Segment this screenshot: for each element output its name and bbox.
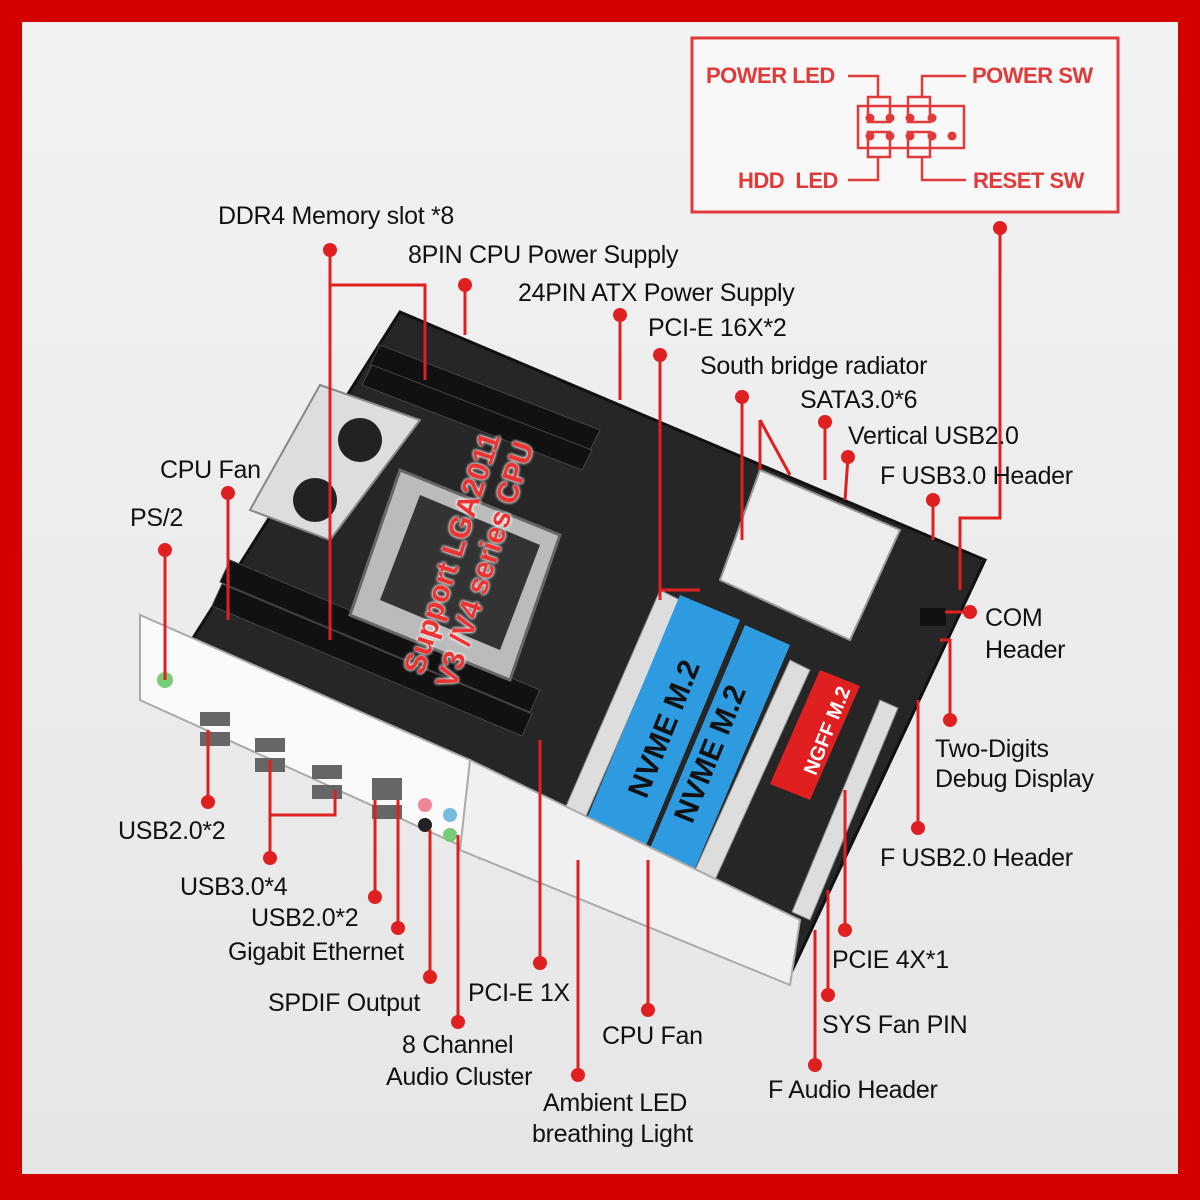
label-ps2: PS/2 <box>130 504 183 532</box>
power-led-label: POWER LED <box>706 63 835 88</box>
label-south-bridge: South bridge radiator <box>700 352 928 380</box>
label-pcie1: PCI-E 1X <box>468 979 570 1007</box>
label-ddr4: DDR4 Memory slot *8 <box>218 202 455 230</box>
label-spdif: SPDIF Output <box>268 989 421 1017</box>
nvme-slot-1 <box>580 595 740 860</box>
label-ethernet: Gigabit Ethernet <box>228 938 404 966</box>
nvme-slot-2 <box>645 625 790 880</box>
label-ambient-1: Ambient LED <box>543 1089 687 1117</box>
front-panel-pins <box>865 113 957 141</box>
south-bridge-heatsink <box>718 468 902 642</box>
front-panel-pin-header <box>848 74 966 182</box>
label-com-1: COM <box>985 604 1043 632</box>
label-usb2-b: USB2.0*2 <box>251 904 359 932</box>
memory-slots <box>211 344 601 737</box>
leader-dots <box>158 221 1007 1082</box>
hdd-led-label: HDD LED <box>738 168 838 193</box>
label-f-audio: F Audio Header <box>768 1076 938 1104</box>
label-audio-2: Audio Cluster <box>386 1063 533 1091</box>
label-sata: SATA3.0*6 <box>800 386 918 414</box>
label-f-usb3: F USB3.0 Header <box>880 462 1073 490</box>
label-debug-1: Two-Digits <box>935 735 1049 763</box>
label-ambient-2: breathing Light <box>532 1120 693 1148</box>
power-sw-label: POWER SW <box>972 63 1093 88</box>
label-com-2: Header <box>985 636 1066 664</box>
label-audio-1: 8 Channel <box>402 1031 514 1059</box>
label-vertical-usb: Vertical USB2.0 <box>848 422 1019 450</box>
label-f-usb2: F USB2.0 Header <box>880 844 1073 872</box>
label-usb2-a: USB2.0*2 <box>118 817 226 845</box>
label-sys-fan: SYS Fan PIN <box>822 1011 968 1039</box>
label-pcie4: PCIE 4X*1 <box>832 946 949 974</box>
label-cpu-fan-bottom: CPU Fan <box>602 1022 703 1050</box>
label-usb3: USB3.0*4 <box>180 873 288 901</box>
front-panel-box <box>690 36 1120 214</box>
label-cpu-fan-top: CPU Fan <box>160 456 261 484</box>
debug-display <box>920 608 946 626</box>
label-atx-power: 24PIN ATX Power Supply <box>518 279 795 307</box>
label-pcie16: PCI-E 16X*2 <box>648 314 787 342</box>
reset-sw-label: RESET SW <box>973 168 1084 193</box>
ngff-slot <box>770 670 860 800</box>
label-debug-2: Debug Display <box>935 765 1094 793</box>
label-cpu-power: 8PIN CPU Power Supply <box>408 241 679 269</box>
front-armor <box>458 758 802 987</box>
leader-lines <box>163 228 1002 1075</box>
